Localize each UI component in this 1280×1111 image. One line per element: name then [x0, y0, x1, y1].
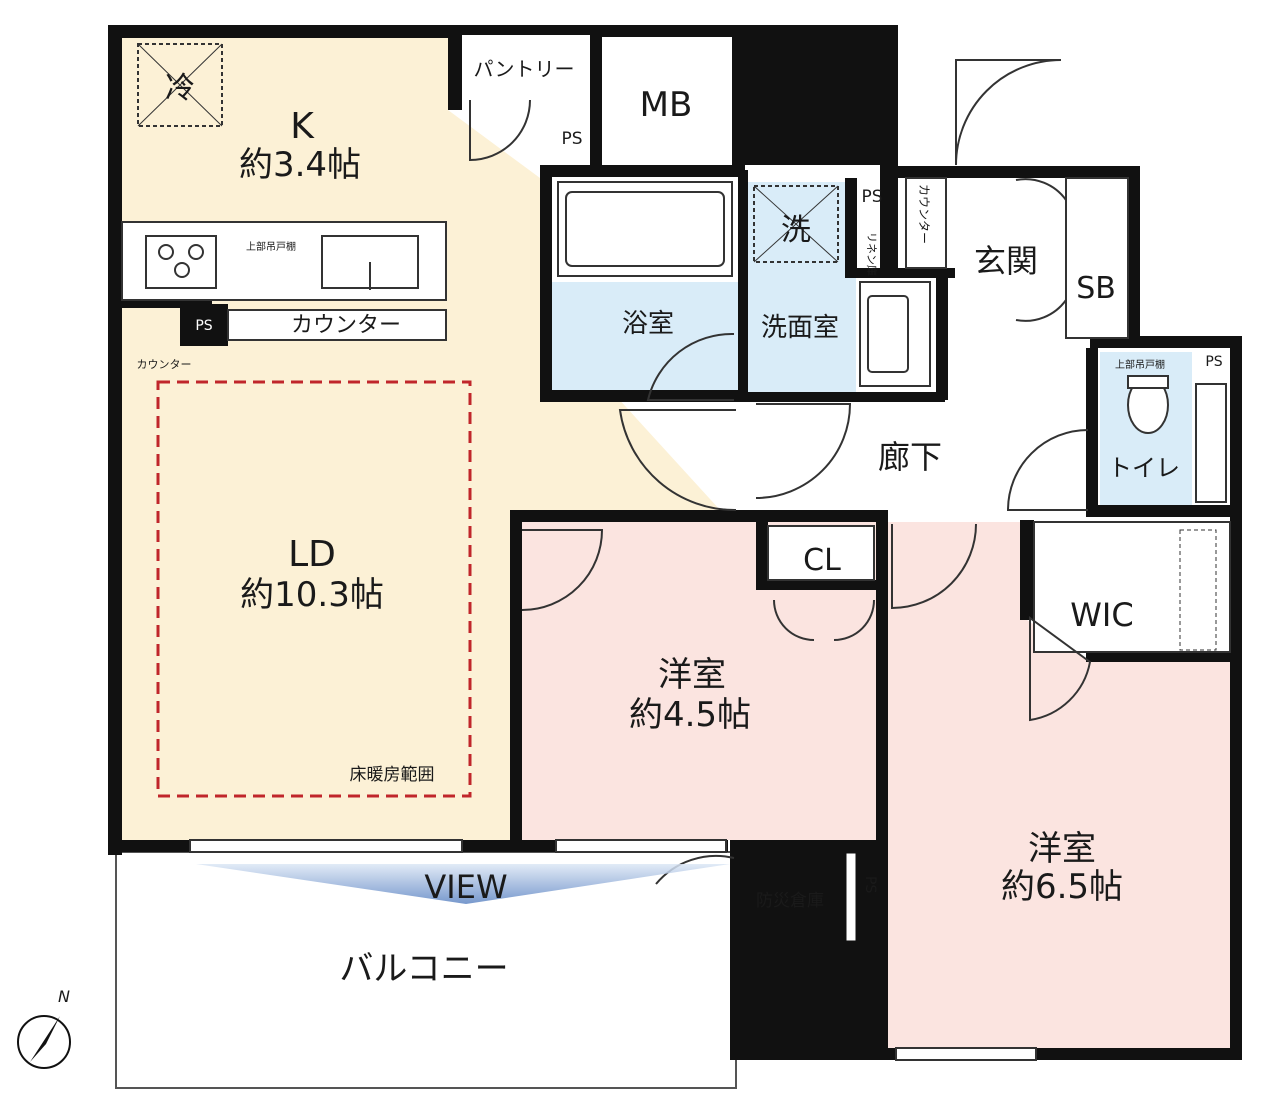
refrigerator-space [137, 43, 223, 127]
floor-heating-range [156, 380, 472, 798]
windows [189, 839, 1037, 1061]
bath-label: 浴室 [622, 309, 674, 339]
ps-label-washroom: PS [861, 187, 882, 207]
western1-name: 洋室 [658, 655, 726, 695]
ps-label-kitchen: PS [195, 318, 212, 334]
upper-cabinet-label-toilet: 上部吊戸棚 [1115, 358, 1165, 371]
north-compass: N [17, 987, 71, 1069]
north-label: N [58, 987, 70, 1006]
mb-label: MB [640, 85, 693, 125]
western2-floor [886, 522, 1232, 1048]
hallway-label: 廊下 [878, 438, 942, 476]
counter-small-label: カウンター [137, 358, 192, 371]
stove-icon [145, 235, 217, 289]
counter-label: カウンター [291, 313, 401, 338]
washer-label: 洗 [781, 213, 811, 248]
room-labels: 冷 K 約3.4帖 上部吊戸棚 PS カウンター カウンター LD 約10.3帖… [137, 57, 1223, 989]
toilet-label: トイレ [1108, 454, 1180, 482]
western1-area: 約4.5帖 [629, 695, 751, 735]
floor-heating-label: 床暖房範囲 [350, 765, 435, 785]
closet-label: CL [803, 543, 841, 578]
entrance-label: 玄関 [974, 242, 1038, 280]
view-arrow [196, 864, 730, 904]
kitchen-area: 約3.4帖 [239, 145, 361, 185]
bathtub-icon [565, 191, 725, 267]
western2-area: 約6.5帖 [1001, 867, 1123, 907]
refrigerator-label: 冷 [165, 71, 195, 106]
ps-label-mb: PS [561, 129, 582, 149]
wash-basin-icon [859, 281, 931, 387]
balcony-label: バルコニー [339, 949, 508, 989]
washroom-label: 洗面室 [761, 313, 839, 343]
doors [469, 59, 1092, 885]
ps-label-storage: PS [862, 876, 878, 893]
counter-vertical-label: カウンター [917, 184, 931, 244]
view-label: VIEW [424, 868, 507, 906]
kitchen-name: K [290, 106, 315, 147]
western2-name: 洋室 [1028, 829, 1096, 869]
fixtures [121, 43, 1231, 653]
bath-floor [552, 282, 738, 390]
wic-label: WIC [1070, 596, 1133, 634]
shoebox-label: SB [1076, 271, 1116, 306]
linen-label: リネン庫 [865, 232, 879, 276]
upper-cabinet-label-kitchen: 上部吊戸棚 [246, 240, 296, 253]
ld-name: LD [288, 534, 336, 575]
ps-label-toilet: PS [1205, 354, 1222, 370]
shoe-cabinet [1065, 177, 1129, 339]
pantry-label: パントリー [474, 57, 575, 81]
ld-area: 約10.3帖 [240, 575, 384, 615]
walls [108, 25, 1242, 1060]
disaster-storage-label: 防災倉庫 [756, 891, 824, 911]
long-counter [227, 309, 447, 341]
